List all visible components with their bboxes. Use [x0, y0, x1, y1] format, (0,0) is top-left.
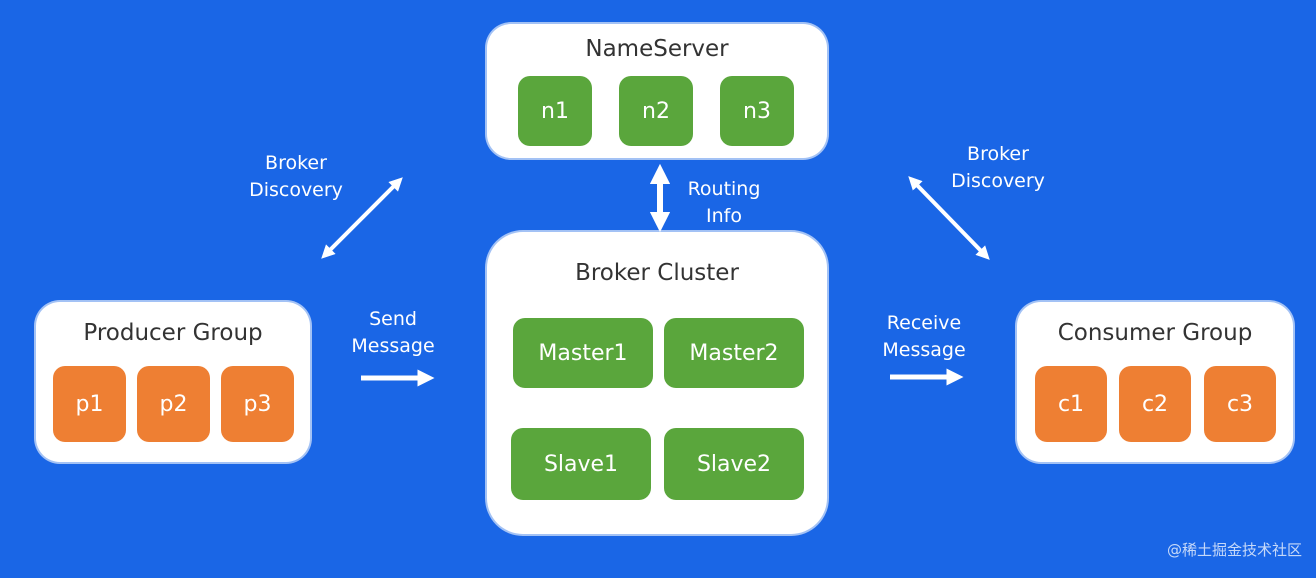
- producer-node-p1: p1: [53, 366, 126, 442]
- send-message-label: Send Message: [351, 308, 435, 357]
- broker-master1: Master1: [513, 318, 653, 388]
- nameserver-node-n2: n2: [619, 76, 693, 146]
- producer-group-panel: Producer Group p1 p2 p3: [36, 302, 310, 462]
- consumer-group-panel: Consumer Group c1 c2 c3: [1017, 302, 1293, 462]
- broker-master2: Master2: [664, 318, 804, 388]
- nameserver-panel: NameServer n1 n2 n3: [487, 24, 827, 158]
- producer-group-title: Producer Group: [83, 320, 263, 346]
- watermark: @稀土掘金技术社区: [1166, 541, 1302, 559]
- broker-discovery-label-left: Broker Discovery: [249, 152, 343, 201]
- nameserver-node-n1: n1: [518, 76, 592, 146]
- broker-cluster-title: Broker Cluster: [575, 260, 739, 286]
- broker-cluster-panel: Broker Cluster Master1 Master2 Slave1 Sl…: [487, 232, 827, 534]
- consumer-node-c2: c2: [1119, 366, 1191, 442]
- broker-slave2: Slave2: [664, 428, 804, 500]
- producer-node-p3: p3: [221, 366, 294, 442]
- broker-slave1: Slave1: [511, 428, 651, 500]
- consumer-group-title: Consumer Group: [1057, 320, 1253, 346]
- routing-info-label: Routing Info: [687, 178, 761, 227]
- nameserver-node-n3: n3: [720, 76, 794, 146]
- receive-message-label: Receive Message: [882, 312, 966, 361]
- producer-node-p2: p2: [137, 366, 210, 442]
- broker-discovery-arrow-right: [908, 176, 990, 260]
- consumer-node-c1: c1: [1035, 366, 1107, 442]
- broker-discovery-arrow-left: [321, 177, 403, 259]
- consumer-node-c3: c3: [1204, 366, 1276, 442]
- nameserver-title: NameServer: [585, 36, 729, 62]
